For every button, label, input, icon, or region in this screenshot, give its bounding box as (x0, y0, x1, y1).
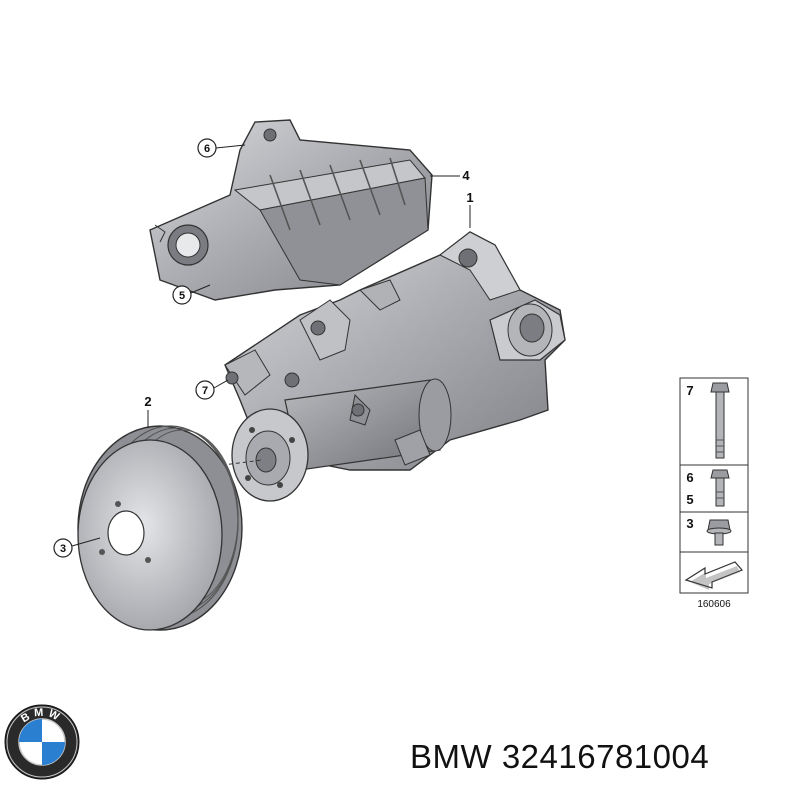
diagram-id: 160606 (697, 599, 731, 610)
svg-text:3: 3 (60, 543, 66, 555)
pulley-part (77, 425, 243, 631)
callout-1: 1 (466, 190, 474, 228)
legend-label-7: 7 (686, 383, 693, 398)
brand-name: BMW (410, 738, 493, 775)
callout-3: 3 (53, 537, 101, 558)
flange-bolt-icon (706, 519, 732, 546)
fastener-legend: 7 6 5 3 160606 (679, 377, 749, 610)
bmw-logo: BMW (4, 704, 80, 780)
part-number: 32416781004 (501, 738, 710, 775)
svg-text:7: 7 (202, 385, 208, 397)
callout-4: 4 (430, 168, 470, 183)
svg-text:4: 4 (462, 168, 470, 183)
bracket-part (149, 119, 433, 301)
callout-2: 2 (144, 394, 152, 428)
direction-arrow-icon (684, 561, 744, 590)
legend-label-6: 6 (686, 470, 693, 485)
svg-text:1: 1 (466, 190, 473, 205)
callout-7: 7 (195, 379, 229, 400)
callout-6-top: 6 (197, 138, 246, 158)
legend-label-3: 3 (686, 516, 693, 531)
short-bolt-icon (710, 469, 730, 507)
svg-text:2: 2 (144, 394, 151, 409)
svg-text:5: 5 (179, 290, 185, 302)
part-number-label: BMW 32416781004 (410, 738, 709, 776)
long-bolt-icon (710, 382, 730, 459)
svg-text:6: 6 (204, 143, 210, 155)
callout-5: 5 (172, 284, 211, 305)
pump-part (214, 231, 566, 502)
legend-label-5: 5 (686, 492, 693, 507)
